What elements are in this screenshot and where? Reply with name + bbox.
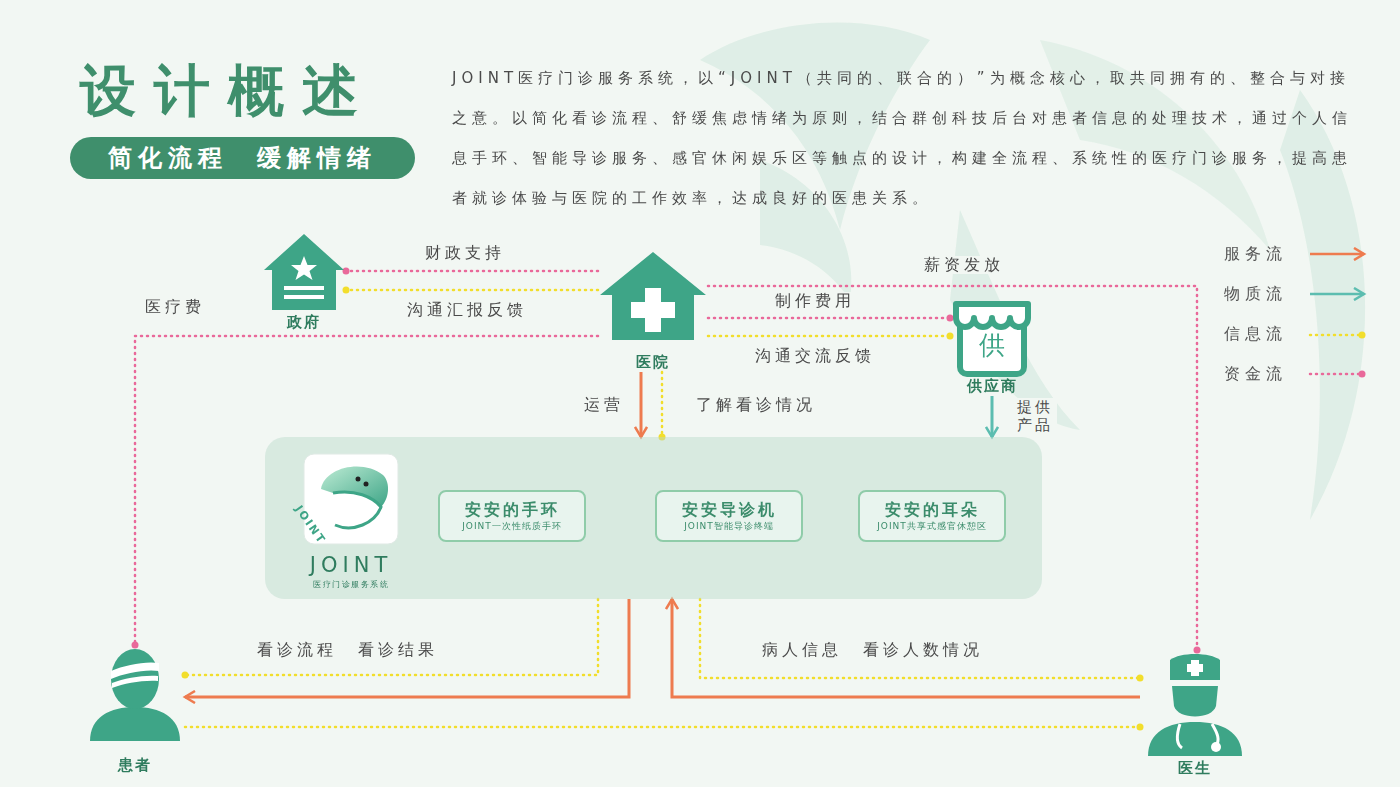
description-paragraph: JOINT医疗门诊服务系统，以“JOINT（共同的、联合的）”为概念核心，取共同…	[452, 58, 1352, 218]
node-text: 医生	[1140, 759, 1250, 778]
edge-label: 财政支持	[423, 244, 507, 262]
legend-text: 信息流	[1224, 324, 1287, 345]
edge-label: 薪资发放	[922, 256, 1006, 274]
doctor-icon	[1140, 650, 1250, 756]
arrow-connector	[640, 372, 643, 437]
node-text: 患者	[85, 756, 185, 775]
dotted-connector	[185, 726, 1140, 729]
edge-label: 了解看诊情况	[694, 396, 818, 414]
node-text: JOINT智能导诊终端	[684, 520, 774, 532]
legend-text: 服务流	[1224, 244, 1287, 265]
page-title: 设计概述	[80, 56, 376, 126]
dotted-connector	[708, 335, 950, 338]
legend-samples	[1310, 254, 1364, 374]
system-panel: JOINT医疗门诊服务系统安安的手环JOINT一次性纸质手环安安导诊机JOINT…	[265, 437, 1042, 599]
node-text: 简化流程 缓解情绪	[108, 142, 376, 174]
edge-label: 沟通汇报反馈	[405, 301, 529, 319]
government-node: 政府	[262, 232, 346, 332]
edge-label: 运营	[582, 396, 626, 414]
hospital-node: 医院	[598, 250, 708, 372]
node-text: JOINT一次性纸质手环	[462, 520, 562, 532]
subtitle-band: 简化流程 缓解情绪	[70, 137, 415, 179]
dotted-connector	[185, 599, 598, 675]
edge-label: 制作费用	[773, 292, 857, 310]
edge-label: 医疗费	[143, 298, 207, 316]
node-text: JOINT共享式感官休憩区	[877, 520, 987, 532]
dotted-connector	[346, 289, 598, 292]
doctor-node: 医生	[1140, 650, 1250, 778]
edge-label: 沟通交流反馈	[753, 347, 877, 365]
supplier-node: 供供应商	[950, 296, 1034, 396]
legend-text: 物质流	[1224, 284, 1287, 305]
edge-label: 看诊流程 看诊结果	[255, 641, 440, 659]
arrow-connector	[991, 396, 994, 437]
arrow-connector	[185, 599, 629, 697]
patient-icon	[85, 645, 185, 741]
node-text: 供	[950, 330, 1034, 360]
dotted-connector	[661, 372, 664, 437]
edge-label: 提供产品	[1015, 398, 1057, 434]
node-text: 安安的耳朵	[885, 500, 980, 520]
dotted-connector	[708, 317, 950, 320]
government-icon	[262, 232, 346, 310]
hospital-icon	[598, 250, 708, 340]
dotted-connector	[346, 270, 598, 273]
node-text: 医院	[598, 353, 708, 372]
node-text: 安安导诊机	[682, 500, 777, 520]
dotted-connector	[700, 599, 1140, 678]
node-text: JOINT	[295, 553, 407, 577]
node-text: 供应商	[950, 377, 1034, 396]
legend-text: 资金流	[1224, 364, 1287, 385]
node-text: 政府	[262, 313, 346, 332]
arrow-connector	[672, 599, 1140, 697]
node-text: 安安的手环	[465, 500, 560, 520]
edge-label: 病人信息 看诊人数情况	[760, 641, 985, 659]
node-text: 医疗门诊服务系统	[295, 579, 407, 590]
touchpoint-box: 安安的耳朵JOINT共享式感官休憩区	[858, 490, 1006, 542]
touchpoint-box: 安安的手环JOINT一次性纸质手环	[438, 490, 586, 542]
patient-node: 患者	[85, 645, 185, 775]
touchpoint-box: 安安导诊机JOINT智能导诊终端	[655, 490, 803, 542]
